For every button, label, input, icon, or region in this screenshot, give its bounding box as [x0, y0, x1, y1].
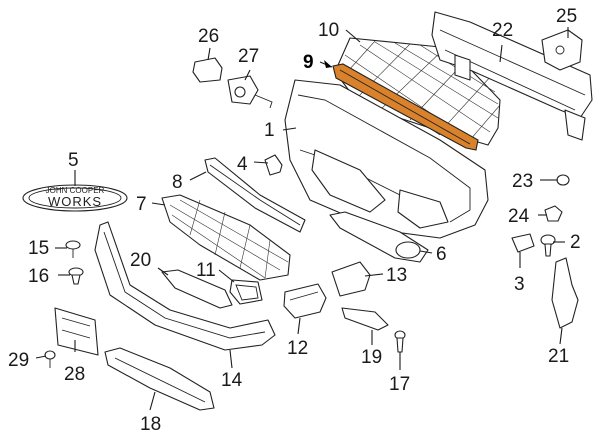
- callout-10: 10: [318, 20, 339, 41]
- part-16-clip: [68, 267, 84, 285]
- callout-3: 3: [514, 274, 525, 295]
- callout-25: 25: [556, 6, 577, 27]
- callout-27: 27: [238, 46, 259, 67]
- part-29-bolt: [44, 350, 56, 368]
- callout-14: 14: [221, 370, 243, 391]
- part-20-bracket: [161, 269, 233, 309]
- part-17-push-clip: [394, 330, 406, 353]
- callout-22: 22: [492, 20, 513, 41]
- part-4-clip: [264, 154, 283, 176]
- part-25-bracket: [541, 29, 583, 71]
- part-11-insert: [229, 279, 263, 305]
- part-22-reinforcement-bar: [431, 11, 593, 141]
- leader-lines: [35, 27, 569, 411]
- part-14-lip-spoiler: [94, 221, 276, 351]
- callout-26: 26: [198, 26, 219, 47]
- callout-9-arrowhead: [324, 60, 332, 68]
- part-9-trim-strip: [332, 63, 479, 151]
- callout-24: 24: [508, 206, 530, 227]
- callout-2: 2: [570, 232, 581, 253]
- part-24-nut: [544, 205, 563, 222]
- callout-12: 12: [287, 338, 308, 359]
- part-13-bracket: [331, 261, 371, 297]
- callout-16: 16: [28, 266, 49, 287]
- part-21-side-bracket: [551, 257, 579, 329]
- callout-23: 23: [512, 171, 533, 192]
- part-18-skid-plate: [104, 347, 215, 411]
- part-1-bumper-cover: [284, 79, 489, 239]
- callout-9: 9: [303, 52, 314, 73]
- callout-13: 13: [386, 265, 407, 286]
- part-19-bracket: [341, 307, 389, 331]
- callout-5: 5: [68, 150, 79, 171]
- part-27-sensor: [227, 75, 273, 109]
- callout-28: 28: [64, 364, 85, 385]
- badge-text-line1: JOHN COOPER: [46, 186, 105, 195]
- part-7-lower-grille: [161, 194, 291, 281]
- part-5-badge: JOHN COOPER WORKS: [22, 184, 128, 212]
- part-28-plate-bracket: [54, 307, 99, 356]
- callout-6: 6: [436, 244, 447, 265]
- callout-8: 8: [172, 172, 183, 193]
- callout-15: 15: [28, 238, 49, 259]
- part-12-duct: [283, 283, 327, 319]
- callout-7: 7: [136, 194, 147, 215]
- callout-17: 17: [389, 374, 410, 395]
- callout-21: 21: [548, 346, 569, 367]
- callout-1: 1: [264, 120, 275, 141]
- part-26-clip: [192, 57, 223, 83]
- part-3-bracket: [511, 233, 535, 253]
- part-15-screw: [65, 240, 81, 258]
- part-6-lamp-bezel: [329, 211, 429, 263]
- badge-text-line2: WORKS: [48, 194, 102, 209]
- part-2-clip: [540, 234, 556, 257]
- callout-29: 29: [8, 350, 29, 371]
- callout-20: 20: [130, 250, 151, 271]
- callout-4: 4: [237, 154, 248, 175]
- callout-11: 11: [196, 260, 216, 281]
- callouts: 1 2 3 4 5 6 7 8 9 10 11 12 13 14 15 16 1…: [8, 6, 581, 435]
- part-8-molding: [204, 157, 306, 233]
- callout-19: 19: [361, 347, 382, 368]
- callout-18: 18: [140, 414, 161, 435]
